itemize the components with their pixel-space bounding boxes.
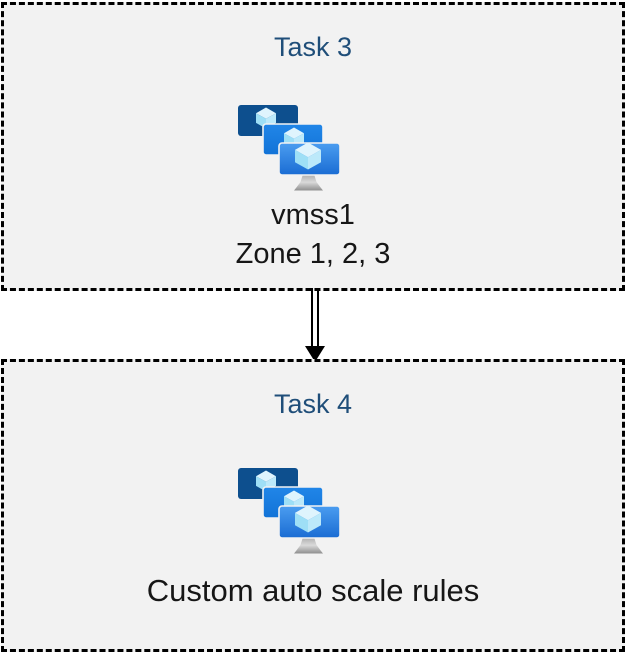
task3-label: vmss1 Zone 1, 2, 3 xyxy=(4,196,622,274)
task4-label: Custom auto scale rules xyxy=(4,571,622,610)
arrowhead xyxy=(305,346,325,362)
down-arrow-connector xyxy=(305,288,325,362)
task4-title: Task 4 xyxy=(273,389,353,419)
vmss-zones-label: Zone 1, 2, 3 xyxy=(235,238,391,270)
vmss-name-label: vmss1 xyxy=(271,199,355,231)
task3-title: Task 3 xyxy=(273,32,353,62)
task4-box: Task 4 Custom auto scale rules xyxy=(1,359,625,652)
vm-scale-sets-icon xyxy=(237,465,341,556)
autoscale-rules-label: Custom auto scale rules xyxy=(146,573,480,608)
task3-box: Task 3 vmss1 Zone 1, 2, 3 xyxy=(1,2,625,291)
vm-scale-sets-icon xyxy=(237,102,341,193)
